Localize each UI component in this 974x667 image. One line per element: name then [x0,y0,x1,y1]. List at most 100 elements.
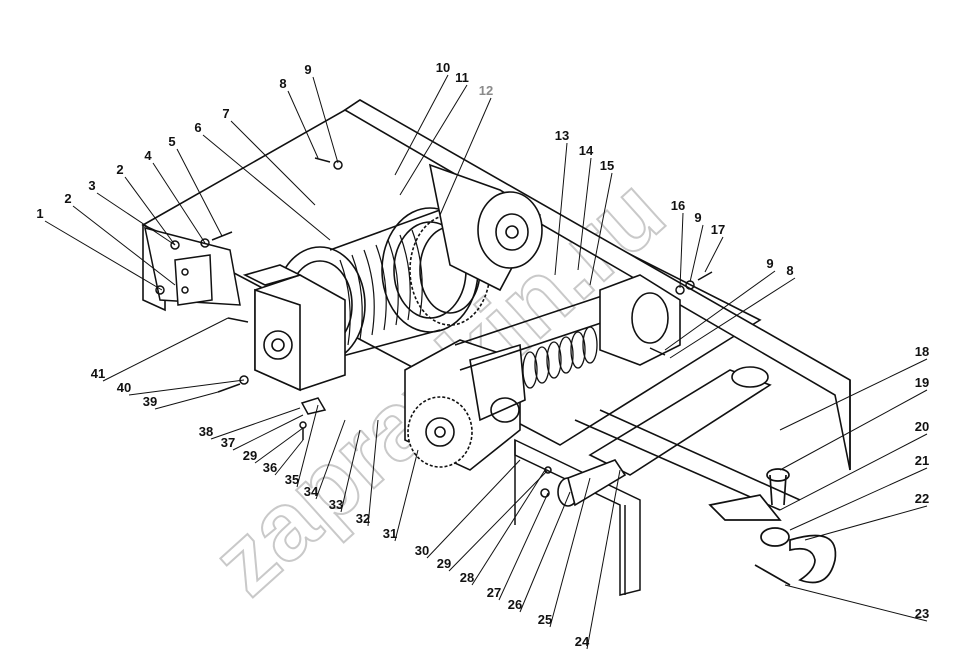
leader-lines [44,74,928,650]
leader-line-c3 [96,192,176,246]
leader-line-c1 [44,220,163,291]
callout-label-c23: 23 [915,606,929,621]
callout-label-c30: 30 [415,543,429,558]
leader-line-c13 [554,142,568,276]
leader-line-c39 [154,391,219,410]
callout-label-c25: 25 [538,612,552,627]
leader-line-c9c [664,270,776,351]
callout-label-c14: 14 [579,143,594,158]
leader-line-c37 [232,414,304,451]
leader-line-c29a [448,469,549,572]
leader-line-c33 [340,429,361,513]
lower-bushings [540,459,627,507]
callout-label-c7: 7 [222,106,229,121]
callout-label-c29a: 29 [437,556,451,571]
callout-label-c8a: 8 [279,76,286,91]
leader-line-c26 [519,491,571,613]
leader-line-c6 [202,134,331,241]
worm-shaft-spring [454,289,626,389]
callout-label-c16: 16 [671,198,685,213]
callout-label-c9c: 9 [766,256,773,271]
leader-line-c29b [254,427,304,464]
leader-line-c28 [471,469,546,586]
hook-assembly [708,468,837,586]
brake-gear-unit [404,339,526,471]
leader-line-c20 [779,433,928,511]
rope-coils [339,229,423,346]
callout-label-c17: 17 [711,222,725,237]
leader-line-c19 [779,389,928,471]
callout-label-c33: 33 [329,497,343,512]
leader-line-c21 [789,467,928,531]
fasteners [155,157,713,440]
callout-label-c4: 4 [144,148,152,163]
leader-line-c32 [367,419,379,527]
callout-label-c6: 6 [194,120,201,135]
callout-label-c3: 3 [88,178,95,193]
callout-label-c31: 31 [383,526,397,541]
callout-label-c9b: 9 [694,210,701,225]
callout-label-c8b: 8 [786,263,793,278]
leader-line-c16 [679,212,684,289]
leader-line-c24 [586,469,621,650]
callout-label-c15: 15 [600,158,614,173]
leader-line-c7 [230,120,316,206]
leader-line-c41 [102,317,229,382]
callout-label-c2b: 2 [116,162,123,177]
gearbox-left [242,264,346,392]
right-housing [599,274,681,366]
callout-label-c32: 32 [356,511,370,526]
callout-label-c2a: 2 [64,191,71,206]
leader-line-c25 [549,477,591,628]
callout-label-c22: 22 [915,491,929,506]
leader-line-c34 [315,419,346,500]
leader-line-c23 [784,584,928,622]
callout-label-c13: 13 [555,128,569,143]
leader-line-c38 [210,407,301,440]
leader-line-c11 [399,84,468,196]
leader-line-c35 [296,404,319,488]
leader-line-c9a [312,76,339,164]
leader-line-c15 [589,172,613,286]
callout-label-c40: 40 [117,380,131,395]
callout-label-c37: 37 [221,435,235,450]
callout-label-c1: 1 [36,206,43,221]
leader-line-c8a [287,90,319,159]
callout-label-c21: 21 [915,453,929,468]
motor-upper [428,163,543,292]
leader-line-c36 [274,439,304,476]
leader-line-c4 [152,162,206,244]
channel-bracket-lower [514,438,641,596]
callout-label-c26: 26 [508,597,522,612]
leader-line-c2a [72,205,176,286]
leader-line-c22 [804,505,928,541]
leader-line-c40 [128,379,245,396]
leader-line-c18 [779,358,928,431]
leader-line-c5 [176,148,223,237]
callout-label-c5: 5 [168,134,175,149]
callout-label-c12: 12 [479,83,493,98]
leader-line-c8b [669,277,796,359]
leader-line-c17 [704,236,724,273]
callout-label-c34: 34 [304,484,319,499]
leader-line-c9b [689,224,704,283]
leader-line-c14 [577,157,592,271]
callout-label-c11: 11 [455,70,469,85]
callout-label-c41: 41 [91,366,105,381]
leader-line-c27 [498,492,549,601]
callout-label-c24: 24 [575,634,590,649]
callout-label-c18: 18 [915,344,929,359]
callout-label-c27: 27 [487,585,501,600]
callout-label-c10: 10 [436,60,450,75]
control-cylinder [574,366,801,511]
leader-line-c31 [394,449,419,542]
callout-label-c28: 28 [460,570,474,585]
callout-label-c20: 20 [915,419,929,434]
leader-line-c2b [124,176,176,246]
callout-label-c9a: 9 [304,62,311,77]
callout-label-c29b: 29 [243,448,257,463]
side-bracket-left [144,226,241,306]
callout-label-c39: 39 [143,394,157,409]
